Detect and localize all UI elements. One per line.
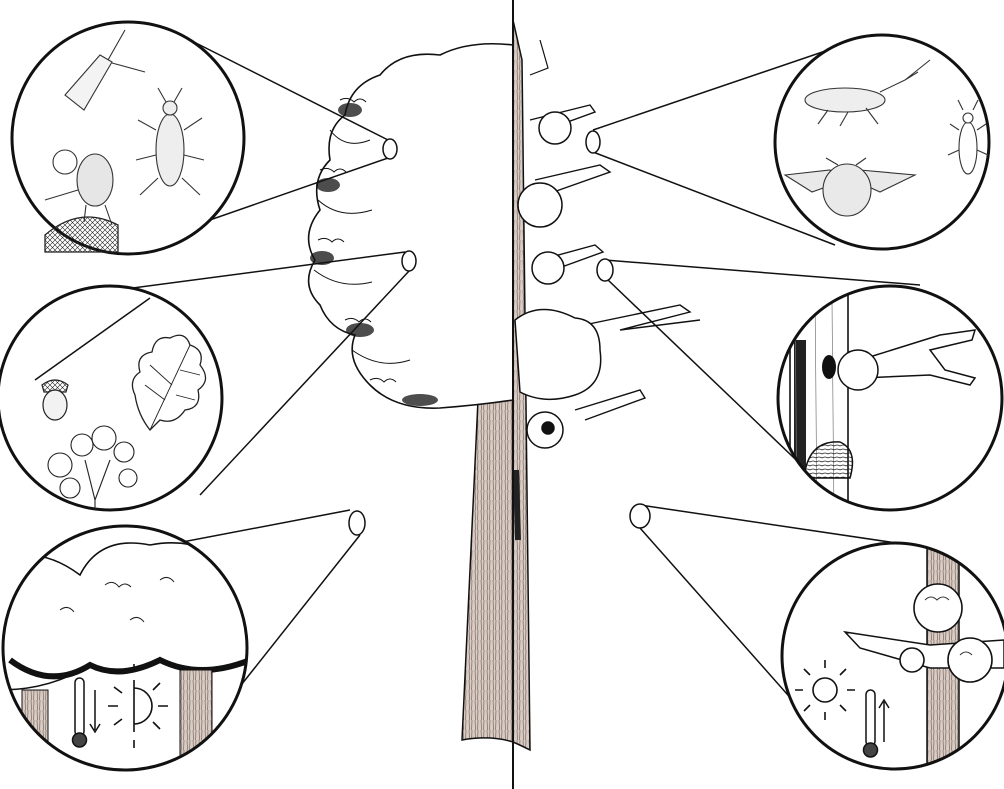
circle-left-microclimate — [0, 526, 260, 780]
circle-right-insects — [775, 35, 989, 249]
circle-right-microclimate — [782, 540, 1004, 780]
acorn-icon — [42, 380, 68, 420]
woodpecker-hole-icon — [822, 355, 836, 379]
circle-right-trunk — [778, 280, 1002, 520]
circle-left-reproduction — [0, 286, 222, 510]
healthy-canopy — [309, 44, 513, 408]
tree-trunk-left — [462, 400, 513, 742]
circle-left-insects — [12, 22, 244, 254]
declining-clumps — [515, 112, 601, 448]
